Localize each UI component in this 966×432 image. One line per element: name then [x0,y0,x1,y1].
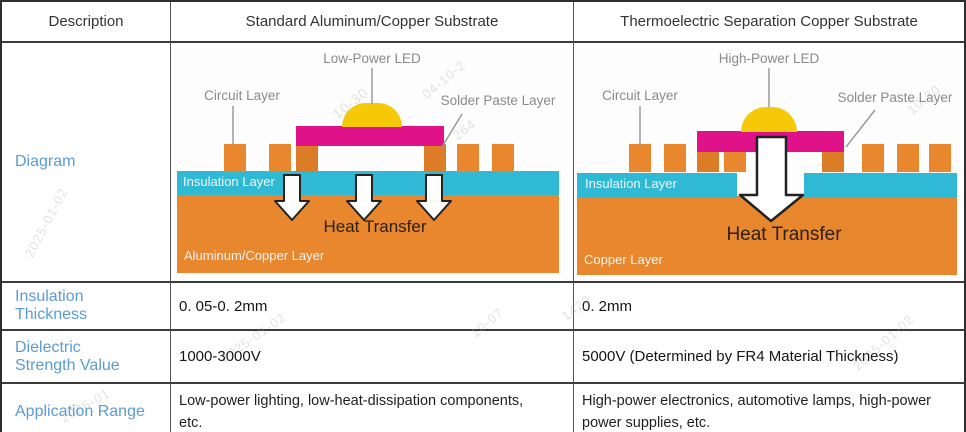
insulation-thickness-label: Insulation Thickness [15,288,88,323]
standard-base-label: Aluminum/Copper Layer [184,248,325,263]
standard-package-leg [424,144,446,172]
thermoelectric-insulation-left-shape [577,173,737,198]
thermoelectric-circuit-label: Circuit Layer [602,88,678,103]
standard-circuit-pad [457,144,479,172]
standard-circuit-pad [269,144,291,172]
diagram-row-label: Diagram [15,153,76,171]
header-cell-description: Description [2,2,171,43]
standard-circuit-pad [224,144,246,172]
standard-dielectric-strength-value: 1000-3000V [179,348,261,365]
cell-thermoelectric-insulation-thickness: 0. 2mm [574,283,964,331]
cell-standard-application-range: Low-power lighting, low-heat-dissipation… [171,384,574,432]
thermoelectric-circuit-pad [629,144,651,172]
standard-led-dome-shape [342,103,402,127]
row-label-insulation-thickness: Insulation Thickness [2,283,171,331]
cell-thermoelectric-application-range: High-power electronics, automotive lamps… [574,384,964,432]
thermoelectric-insulation-label: Insulation Layer [585,176,677,191]
thermoelectric-insulation-thickness-value: 0. 2mm [582,297,633,315]
thermoelectric-circuit-pad [929,144,951,172]
cell-thermoelectric-diagram: High-Power LED Circuit Layer Solder Past… [574,43,964,283]
row-label-application-range: Application Range [2,384,171,432]
thermoelectric-led-package-shape [697,131,844,152]
solder-pointer-line [441,113,463,148]
thermoelectric-circuit-pad [862,144,884,172]
header-thermoelectric-label: Thermoelectric Separation Copper Substra… [620,13,918,30]
cell-standard-diagram: Low-Power LED Circuit Layer Solder Paste… [171,43,574,283]
header-standard-label: Standard Aluminum/Copper Substrate [245,13,499,30]
thermoelectric-circuit-pad [664,144,686,172]
standard-application-range-value: Low-power lighting, low-heat-dissipation… [179,393,524,432]
dielectric-strength-label: Dielectric Strength Value [15,338,120,374]
cell-standard-dielectric-strength: 1000-3000V [171,331,574,384]
solder-pointer-line [845,109,876,148]
standard-circuit-pad [492,144,514,172]
standard-substrate-diagram: Low-Power LED Circuit Layer Solder Paste… [171,43,573,281]
standard-solder-label: Solder Paste Layer [440,93,556,108]
thermoelectric-heat-transfer-label: Heat Transfer [726,224,842,245]
application-range-label: Application Range [15,402,145,420]
cell-thermoelectric-dielectric-strength: 5000V (Determined by FR4 Material Thickn… [574,331,964,384]
row-label-diagram: Diagram [2,43,171,283]
standard-insulation-thickness-value: 0. 05-0. 2mm [179,297,268,315]
thermoelectric-substrate-diagram: High-Power LED Circuit Layer Solder Past… [574,43,964,281]
thermoelectric-base-label: Copper Layer [584,252,663,267]
standard-insulation-label: Insulation Layer [183,174,275,189]
thermoelectric-circuit-pad [897,144,919,172]
standard-led-label: Low-Power LED [323,51,421,66]
standard-package-leg [296,144,318,172]
row-label-dielectric-strength: Dielectric Strength Value [2,331,171,384]
cell-standard-insulation-thickness: 0. 05-0. 2mm [171,283,574,331]
thermoelectric-insulation-right-shape [804,173,957,198]
standard-heat-transfer-label: Heat Transfer [323,217,427,236]
header-cell-standard-substrate: Standard Aluminum/Copper Substrate [171,2,574,43]
thermoelectric-led-label: High-Power LED [718,51,820,66]
header-description-label: Description [48,13,124,30]
thermoelectric-dielectric-strength-value: 5000V (Determined by FR4 Material Thickn… [582,348,899,365]
thermoelectric-application-range-value: High-power electronics, automotive lamps… [582,393,931,432]
header-cell-thermoelectric-substrate: Thermoelectric Separation Copper Substra… [574,2,964,43]
standard-led-package-shape [296,126,444,146]
thermoelectric-led-dome-shape [741,107,797,132]
thermoelectric-solder-label: Solder Paste Layer [837,90,953,105]
standard-circuit-label: Circuit Layer [204,88,280,103]
